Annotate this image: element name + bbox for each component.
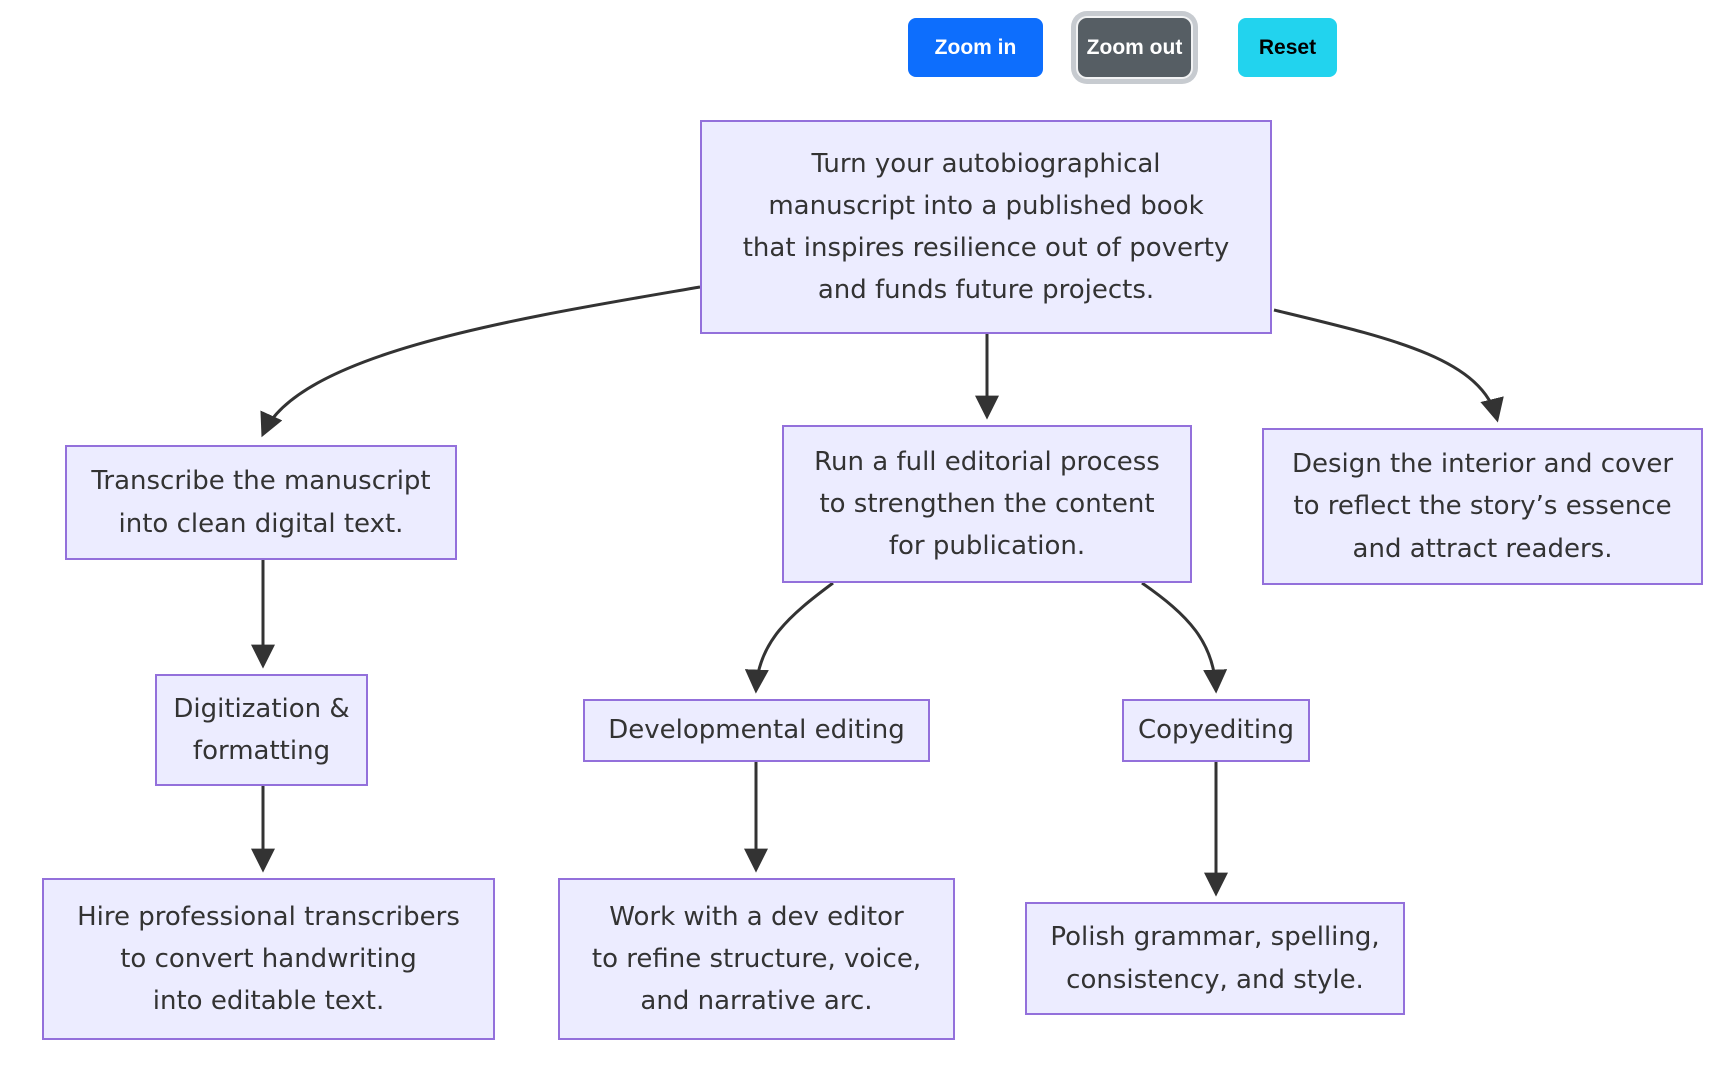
node-hire-transcribers: Hire professional transcribers to conver…	[42, 878, 495, 1040]
node-transcribe-manuscript: Transcribe the manuscript into clean dig…	[65, 445, 457, 560]
edge-root-to-transcribe	[260, 285, 701, 438]
edge-editorial-to-dev-editing	[744, 581, 834, 694]
node-digitization-formatting: Digitization & formatting	[155, 674, 368, 786]
edge-editorial-to-copyediting	[1141, 581, 1228, 694]
node-developmental-editing: Developmental editing	[583, 699, 930, 762]
zoom-out-button[interactable]: Zoom out	[1078, 18, 1191, 77]
edge-root-to-design	[1273, 308, 1504, 423]
node-root-goal: Turn your autobiographical manuscript in…	[700, 120, 1272, 334]
node-editorial-process: Run a full editorial process to strength…	[782, 425, 1192, 583]
node-design-interior-cover: Design the interior and cover to reflect…	[1262, 428, 1703, 585]
node-work-with-dev-editor: Work with a dev editor to refine structu…	[558, 878, 955, 1040]
node-copyediting: Copyediting	[1122, 699, 1310, 762]
zoom-in-button[interactable]: Zoom in	[908, 18, 1043, 77]
node-polish-grammar: Polish grammar, spelling, consistency, a…	[1025, 902, 1405, 1015]
reset-button[interactable]: Reset	[1238, 18, 1337, 77]
